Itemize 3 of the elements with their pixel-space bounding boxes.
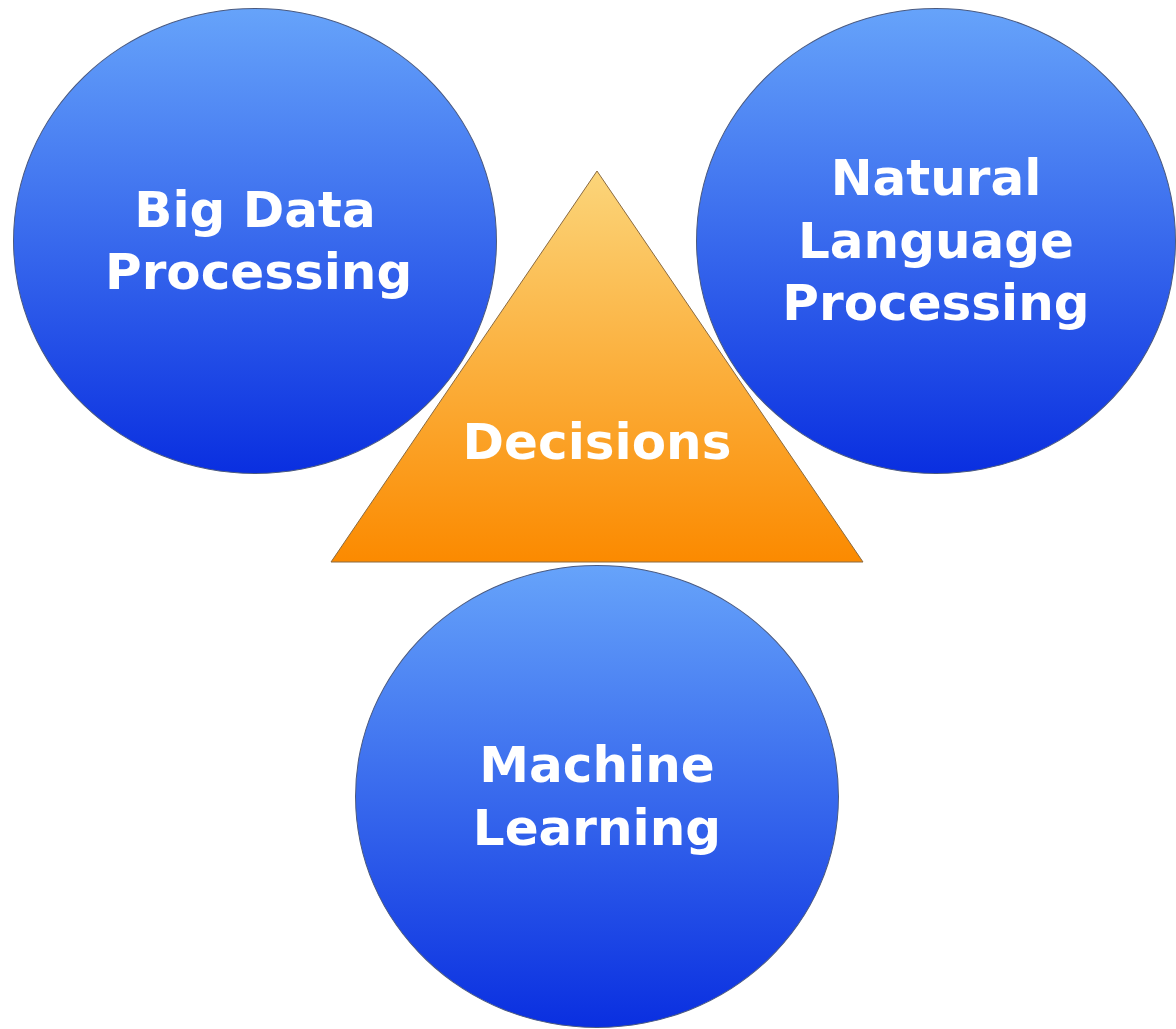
node-label: Decisions (462, 411, 732, 473)
node-label: Natural Language Processing (781, 148, 1091, 335)
node-label: Machine Learning (471, 735, 723, 859)
